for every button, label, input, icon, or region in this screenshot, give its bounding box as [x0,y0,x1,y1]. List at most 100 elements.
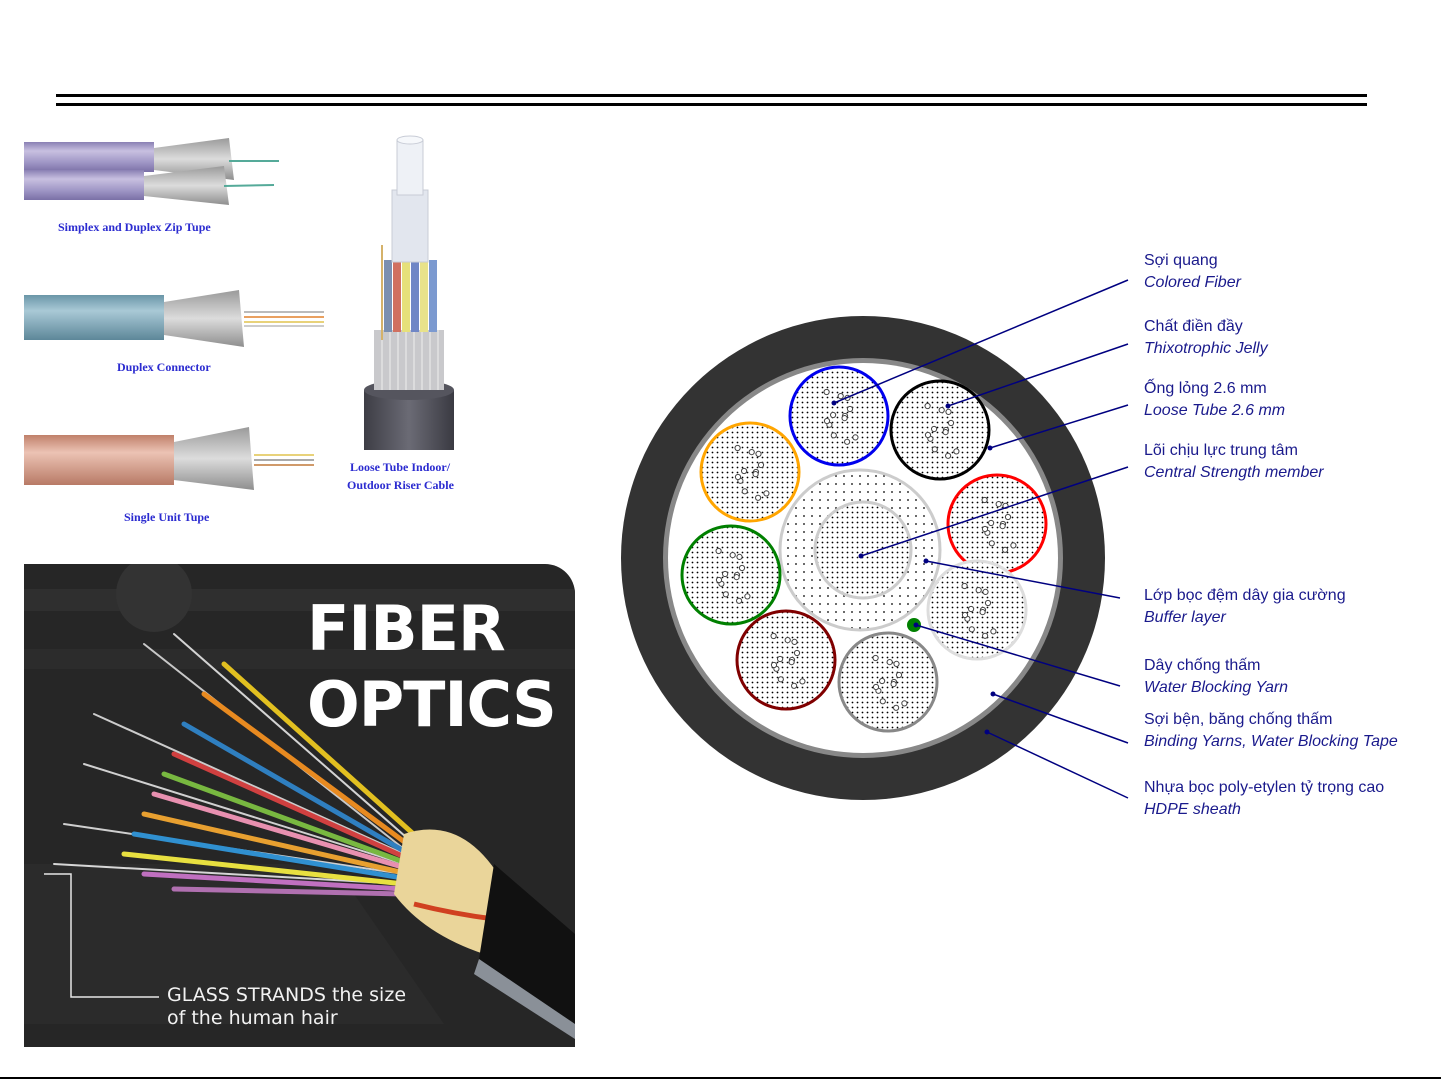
leader-line [989,404,1129,449]
fiber-strand [938,407,945,414]
loose-tube [946,473,1048,575]
fiber-strand [1004,513,1012,521]
fiber-strand [984,599,992,607]
leader-line [915,624,1121,687]
fiber-strand [733,574,740,581]
loose-tube [680,524,782,626]
fiber-strand [872,654,879,662]
caption-single-unit: Single Unit Tupe [124,510,210,524]
fiber-strand [945,408,952,415]
loose-tube [699,421,801,523]
leader-dot [945,403,951,409]
fiber-strand [1002,546,1009,553]
leader-line [947,343,1129,407]
footer-rule [0,1077,1441,1079]
fiber-strand [961,611,969,619]
fiber-strand [1010,542,1017,549]
fiber-strand [893,660,900,668]
fiber-strand [722,570,729,578]
fiber-strand [722,591,729,598]
poster-caption: GLASS STRANDS the size of the human hair [167,984,406,1030]
poster-caption-line2: of the human hair [167,1007,338,1029]
fiber-strand [736,553,743,561]
fiber-strand [755,494,762,501]
loose-tube [889,379,991,481]
fiber-strand [748,449,755,456]
header-rule-top [56,94,1367,97]
fiber-strand [999,523,1006,530]
leader-dot [923,558,929,564]
fiber-strand [830,432,837,439]
loose-tube [926,559,1028,661]
fiber-strand [924,402,931,410]
loose-tube-riser-cable [364,135,454,450]
fiber-strand [968,605,975,613]
leader-line [925,560,1121,599]
fiber-strand [953,448,960,455]
fiber-strand [893,704,900,711]
fiber-strand [886,659,893,666]
fiber-strand [852,434,859,441]
fiber-strand [777,655,784,663]
cable-types-illustration [24,135,454,490]
leader-dot [913,622,919,628]
fiber-strand [990,628,997,635]
fiber-strand [830,411,837,419]
fiber-strand [791,638,798,646]
leader-dot [984,729,990,735]
fiber-strand [924,431,932,439]
fiber-strand [901,700,908,707]
fiber-strand [777,676,784,683]
fiber-strand [741,467,748,475]
fiber-strand [975,587,982,594]
fiber-strand [968,626,975,633]
fiber-strand [788,659,795,666]
leader-line [860,466,1129,557]
caption-duplex-connector: Duplex Connector [117,360,211,374]
leader-line [833,279,1129,404]
fiber-strand [738,564,746,572]
fiber-strand [890,681,897,688]
fiber-strand [947,419,955,427]
fiber-strand [846,405,854,413]
caption-riser-cable-line2: Outdoor Riser Cable [347,478,454,492]
duplex-connector-cable [24,290,324,347]
fiber-strand [823,388,830,396]
leader-line [986,731,1129,799]
fiber-strand [995,501,1002,508]
poster-title-line2: OPTICS [307,668,557,741]
loose-tube [837,631,939,733]
fiber-strand [757,461,765,469]
fiber-strand [841,415,848,422]
fiber-strand [931,446,938,453]
fiber-strand [879,677,886,685]
fiber-strand [793,649,801,657]
zip-tube-cable [24,138,279,205]
fiber-strands-graphic [24,564,575,1039]
leader-dot [831,400,837,406]
leader-dot [858,553,864,559]
fiber-strand [770,661,778,669]
fiber-strand [895,671,903,679]
fiber-strand [741,488,748,495]
loose-tube [788,365,890,467]
caption-riser-cable-line1: Loose Tube Indoor/ [350,460,451,474]
fiber-strand [872,683,880,691]
fiber-strand [879,698,886,705]
fiber-strand [981,525,989,533]
poster-title-line1: FIBER [307,592,506,665]
fiber-strand [791,682,798,689]
leader-line [992,693,1129,744]
fiber-strand [981,496,988,504]
fiber-strand [744,593,751,600]
fiber-strand [715,547,722,555]
fiber-strand [755,450,762,457]
